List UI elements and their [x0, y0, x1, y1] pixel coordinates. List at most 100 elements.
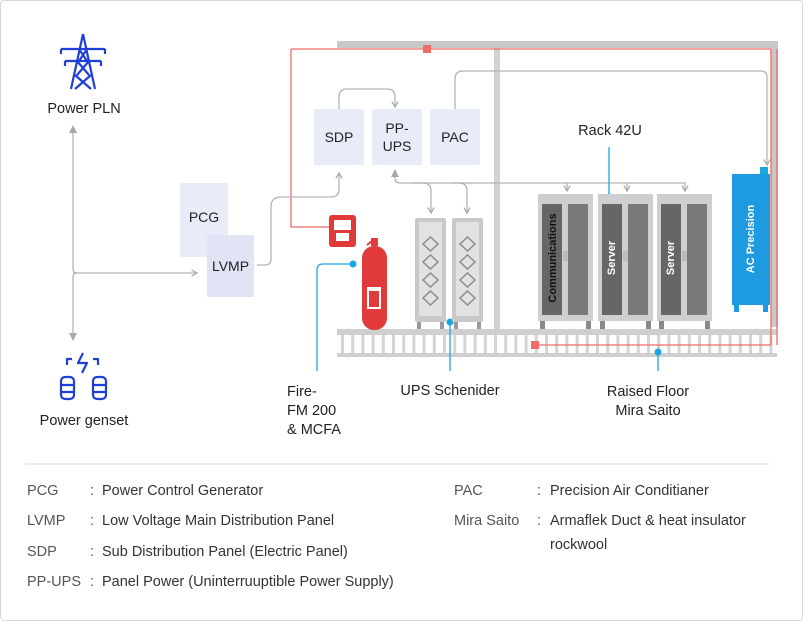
lvmp-label: LVMP	[211, 258, 250, 274]
floor-post	[351, 335, 355, 353]
server-rack-label: Server	[665, 240, 677, 276]
floor-post	[494, 335, 497, 353]
floor-post	[616, 335, 620, 353]
legend-abbr: Mira Saito	[454, 513, 520, 529]
floor-post	[422, 335, 426, 353]
floor-post	[453, 335, 457, 353]
legend-desc: Panel Power (Uninterruuptible Power Supp…	[102, 574, 394, 590]
sdp-panel	[314, 109, 364, 165]
raised-floor	[337, 329, 777, 357]
legend-colon: :	[90, 574, 95, 590]
cyan-callouts	[316, 147, 659, 371]
floor-post	[647, 335, 650, 353]
legend-colon: :	[537, 513, 542, 529]
legend-abbr: PP-UPS	[27, 574, 81, 590]
legend-abbr: LVMP	[27, 513, 66, 529]
fire-panel-icon	[329, 215, 356, 247]
floor-post	[524, 335, 528, 353]
floor-post	[371, 335, 375, 353]
legend-colon: :	[537, 483, 542, 499]
legend-desc: Precision Air Conditianer	[550, 483, 709, 499]
rack-server	[657, 194, 712, 329]
power-node	[423, 45, 431, 53]
pp-ups-panel	[372, 109, 422, 165]
floor-post	[596, 335, 599, 353]
arrow-down	[69, 333, 77, 341]
server-rack-label: Server	[606, 240, 618, 276]
power-node	[531, 341, 539, 349]
legend-desc: Power Control Generator	[102, 483, 264, 499]
floor-post	[565, 335, 569, 353]
floor-post	[585, 335, 589, 353]
red-power-line	[290, 48, 778, 346]
room-walls	[337, 41, 778, 330]
ac-precision-label: AC Precision	[745, 204, 757, 274]
legend-colon: :	[90, 513, 95, 529]
power-pln-label: Power PLN	[47, 101, 121, 117]
floor-post	[657, 335, 661, 353]
arrow-up	[391, 169, 399, 177]
floor-post	[514, 335, 518, 353]
floor-post	[698, 335, 701, 353]
floor-post	[545, 335, 548, 353]
floor-post	[677, 335, 681, 353]
floor-post	[473, 335, 477, 353]
floor-post	[555, 335, 559, 353]
floor-post	[575, 335, 579, 353]
floor-post	[412, 335, 416, 353]
ac-precision-unit	[732, 167, 770, 312]
legend-abbr: SDP	[27, 544, 57, 560]
floor-post	[483, 335, 487, 353]
floor-post	[381, 335, 385, 353]
pcg-label: PCG	[188, 209, 220, 225]
rack-server	[598, 194, 653, 329]
pp-ups-label: PP- UPS	[382, 120, 412, 154]
legend-desc: Sub Distribution Panel (Electric Panel)	[102, 544, 348, 560]
floor-post	[667, 335, 671, 353]
floor-post	[687, 335, 691, 353]
floor-post	[718, 335, 722, 353]
rack-label: Rack 42U	[578, 123, 642, 139]
callout-dot	[349, 260, 357, 268]
floor-post	[728, 335, 732, 353]
rack-communications	[538, 194, 593, 329]
legend-desc: Low Voltage Main Distribution Panel	[102, 513, 335, 529]
legend-abbr: PAC	[454, 483, 483, 499]
generator-icon	[59, 352, 108, 401]
floor-post	[392, 335, 395, 353]
sdp-label: SDP	[324, 129, 354, 145]
fire-system-label: Fire- FM 200 & MCFA	[287, 384, 341, 438]
arrow-up	[69, 125, 77, 133]
floor-post	[636, 335, 640, 353]
floor-post	[504, 335, 508, 353]
ups-label: UPS Schenider	[400, 383, 500, 399]
pac-label: PAC	[441, 129, 469, 145]
floor-post	[361, 335, 365, 353]
lvmp-panel	[207, 235, 254, 297]
legend-abbr: PCG	[27, 483, 59, 499]
floor-post	[341, 335, 344, 353]
floor-post	[738, 335, 742, 353]
floor-post	[708, 335, 712, 353]
legend-colon: :	[90, 544, 95, 560]
gray-connection-lines	[72, 70, 771, 337]
communications-rack-label: Communications	[547, 213, 559, 303]
floor-post	[749, 335, 752, 353]
floor-post	[463, 335, 467, 353]
floor-post	[626, 335, 630, 353]
legend-desc: Armaflek Duct & heat insulator rockwool	[550, 513, 746, 553]
callout-dot	[446, 318, 454, 326]
floor-post	[759, 335, 763, 353]
floor-post	[443, 335, 446, 353]
transmission-tower-icon	[59, 33, 107, 90]
pac-panel	[430, 109, 480, 165]
raised-floor-label: Raised Floor Mira Saito	[606, 384, 690, 419]
fire-extinguisher-icon	[362, 238, 387, 330]
floor-post	[606, 335, 610, 353]
power-genset-label: Power genset	[39, 413, 129, 429]
floor-post	[402, 335, 406, 353]
legend-colon: :	[90, 483, 95, 499]
ups-unit	[452, 218, 483, 329]
